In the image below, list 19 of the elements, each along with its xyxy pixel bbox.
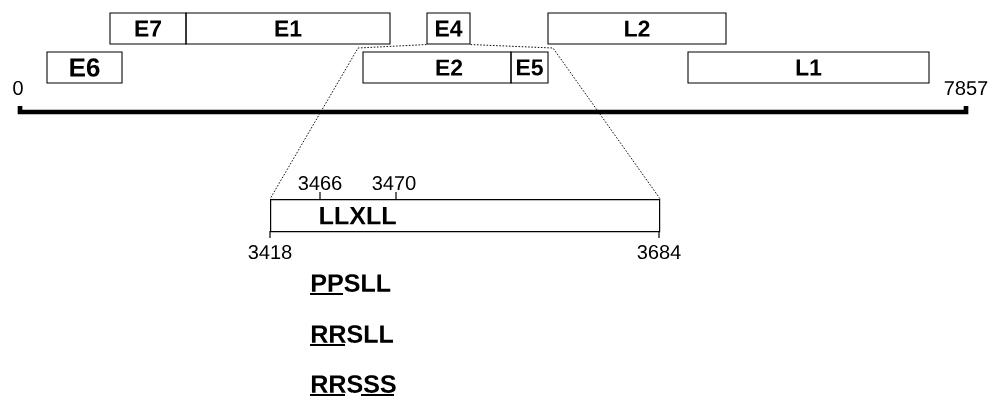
gene-box: E4 [426,12,471,45]
gene-box: E2 [362,51,512,84]
motif-label: PPSLL [311,274,391,292]
coordinate-label: 7857 [944,80,988,96]
region-box: LLXLL [270,199,661,233]
gene-box: L1 [687,51,930,84]
zoom-line [269,44,427,200]
gene-box: E1 [185,12,391,45]
gene-box: E5 [510,51,549,84]
gene-box: L2 [547,12,727,45]
coordinate-label: 3466 [298,175,342,191]
gene-box: E7 [109,12,187,45]
motif-label: RRSLL [311,325,394,343]
zoom-line [470,44,661,200]
coordinate-label: 3684 [637,244,681,260]
coordinate-label: 0 [13,80,23,96]
coordinate-label: 3418 [248,244,292,260]
gene-box: E6 [46,51,123,84]
motif-label: RRSSS [311,375,396,393]
